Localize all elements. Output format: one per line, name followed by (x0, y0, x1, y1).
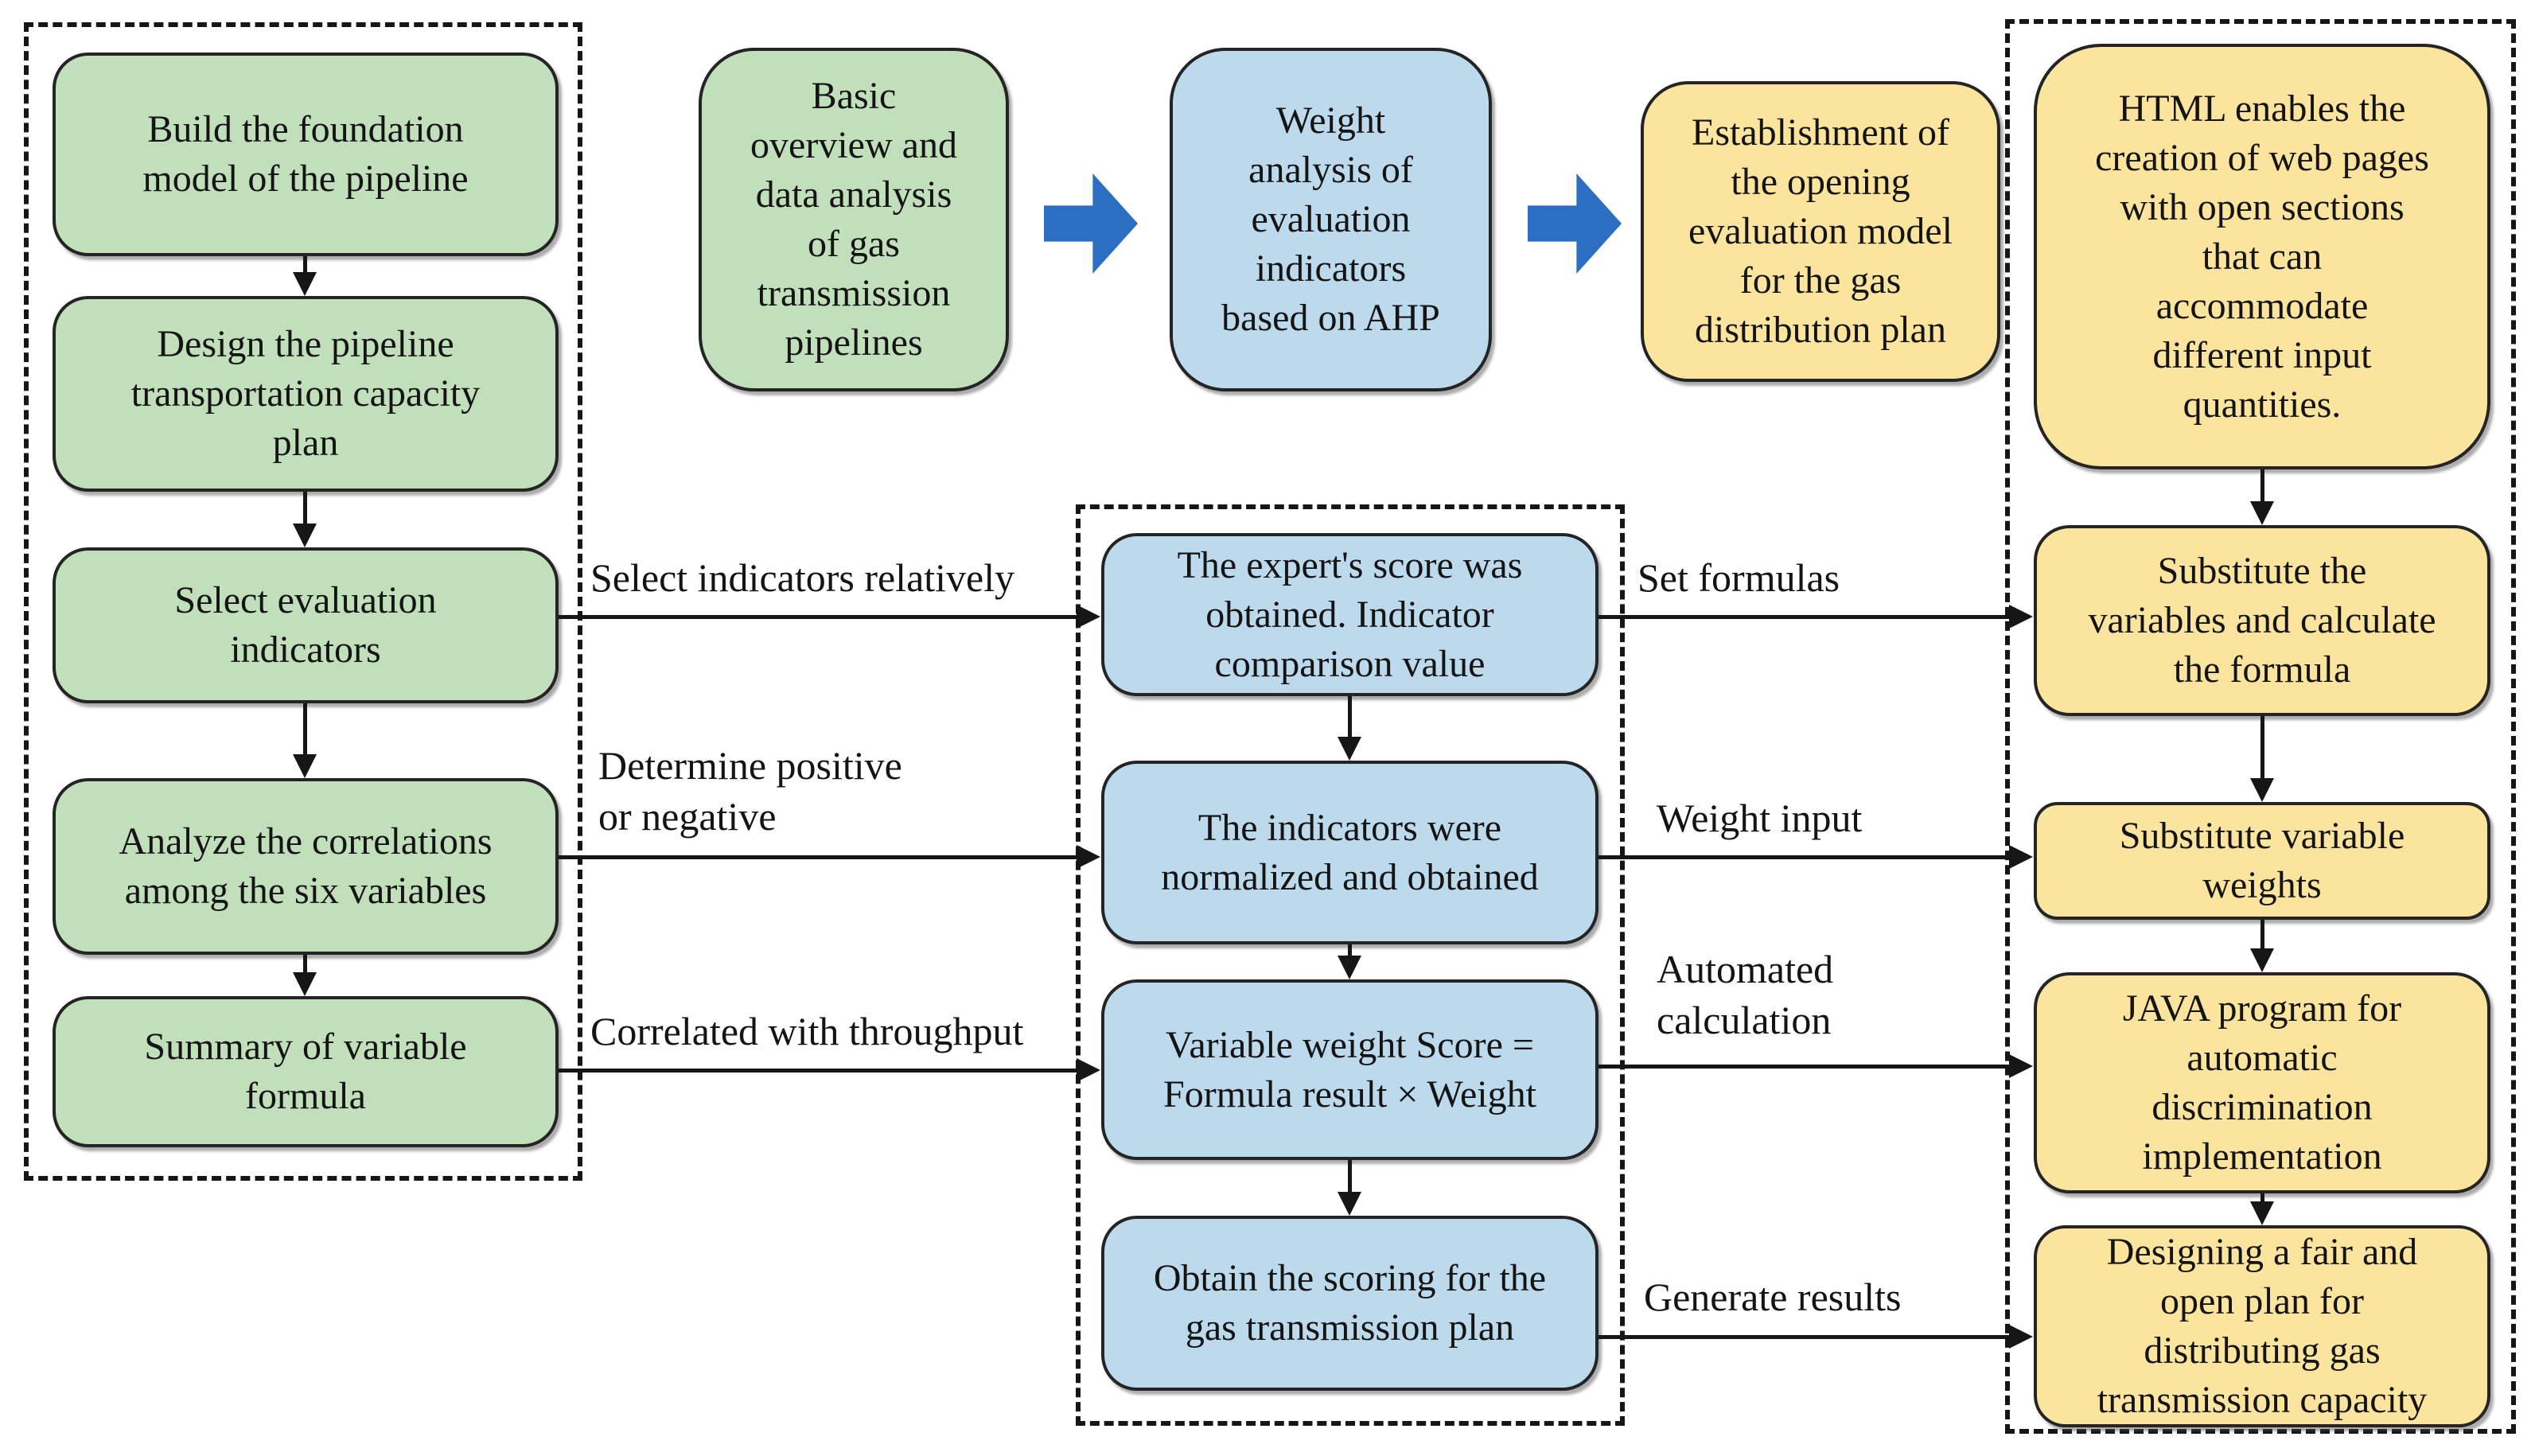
down-arrow-icon (2250, 1193, 2274, 1225)
box-indicators-normalized: The indicators were normalized and obtai… (1101, 761, 1598, 944)
arrow-automated-calculation (1598, 1054, 2033, 1078)
down-arrow-icon (2250, 469, 2274, 525)
arrow-determine-positive (559, 845, 1100, 869)
arrow-generate-results (1598, 1325, 2033, 1349)
edge-label-weight-input: Weight input (1657, 796, 1863, 840)
edge-label-determine-positive: Determine positive or negative (598, 743, 902, 839)
down-arrow-icon (293, 955, 317, 996)
box-substitute-weights: Substitute variable weights (2034, 802, 2490, 920)
box-java-program: JAVA program for automatic discriminatio… (2034, 972, 2490, 1193)
down-arrow-icon (2250, 716, 2274, 802)
down-arrow-icon (293, 256, 317, 296)
down-arrow-icon (1338, 696, 1361, 761)
box-select-indicators: Select evaluation indicators (53, 547, 559, 703)
block-arrow-icon (1528, 173, 1622, 274)
box-substitute-variables: Substitute the variables and calculate t… (2034, 525, 2490, 716)
box-variable-weight-score: Variable weight Score = Formula result ×… (1101, 979, 1598, 1160)
box-build-foundation: Build the foundation model of the pipeli… (53, 53, 559, 256)
down-arrow-icon (2250, 920, 2274, 972)
edge-label-correlated-throughput: Correlated with throughput (590, 1009, 1024, 1053)
arrow-set-formulas (1598, 605, 2033, 629)
edge-label-automated-calculation: Automated calculation (1657, 947, 1834, 1042)
box-basic-overview: Basic overview and data analysis of gas … (699, 48, 1009, 391)
block-arrow-icon (1044, 173, 1138, 274)
box-designing-plan: Designing a fair and open plan for distr… (2034, 1225, 2490, 1427)
down-arrow-icon (293, 703, 317, 778)
box-html-pages: HTML enables the creation of web pages w… (2034, 44, 2490, 469)
middle-phase-panel (1076, 504, 1625, 1426)
down-arrow-icon (1338, 1160, 1361, 1216)
down-arrow-icon (1338, 944, 1361, 979)
arrow-correlated-throughput (559, 1058, 1100, 1082)
arrow-select-indicators (559, 605, 1100, 629)
left-phase-panel (24, 22, 582, 1181)
box-analyze-correlations: Analyze the correlations among the six v… (53, 778, 559, 955)
box-weight-analysis-ahp: Weight analysis of evaluation indicators… (1170, 48, 1492, 391)
edge-label-set-formulas: Set formulas (1637, 555, 1840, 600)
down-arrow-icon (293, 492, 317, 547)
arrow-weight-input (1598, 845, 2033, 869)
box-obtain-scoring: Obtain the scoring for the gas transmiss… (1101, 1216, 1598, 1391)
box-summary-formula: Summary of variable formula (53, 996, 559, 1147)
box-establish-model: Establishment of the opening evaluation … (1641, 81, 2000, 382)
box-design-capacity-plan: Design the pipeline transportation capac… (53, 296, 559, 492)
right-phase-panel (2005, 19, 2516, 1434)
edge-label-generate-results: Generate results (1644, 1275, 1902, 1319)
box-expert-score: The expert's score was obtained. Indicat… (1101, 533, 1598, 696)
edge-label-select-indicators: Select indicators relatively (590, 555, 1015, 600)
